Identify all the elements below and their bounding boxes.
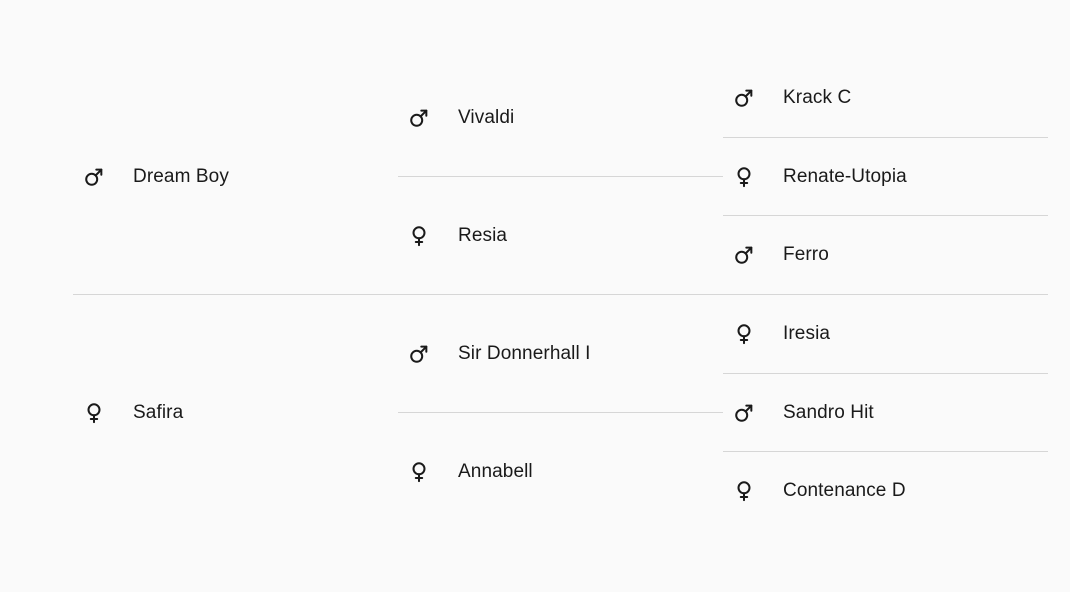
- horse-name: Iresia: [783, 322, 831, 344]
- pedigree-cell-sss[interactable]: Krack C: [723, 59, 1048, 137]
- generation-1-column: Dream Boy Safira: [73, 59, 398, 530]
- pedigree-cell-sds[interactable]: Ferro: [723, 215, 1048, 294]
- pedigree-cell-sire[interactable]: Dream Boy: [73, 59, 398, 294]
- pedigree-cell-dam-sire[interactable]: Sir Donnerhall I: [398, 294, 723, 412]
- generation-3-column: Krack C Renate-Utopia Ferro Iresia Sandr…: [723, 59, 1048, 530]
- male-icon: [733, 87, 755, 109]
- horse-name: Ferro: [783, 244, 829, 266]
- horse-name: Safira: [133, 401, 184, 423]
- male-icon: [408, 107, 430, 129]
- male-icon: [733, 402, 755, 424]
- pedigree-cell-sire-dam[interactable]: Resia: [398, 176, 723, 294]
- horse-name: Krack C: [783, 86, 852, 108]
- horse-name: Contenance D: [783, 480, 906, 502]
- pedigree-cell-dss[interactable]: Sandro Hit: [723, 372, 1048, 452]
- horse-name: Vivaldi: [458, 106, 515, 128]
- female-icon: [408, 225, 430, 247]
- male-icon: [408, 343, 430, 365]
- female-icon: [733, 323, 755, 345]
- pedigree-cell-dam-dam[interactable]: Annabell: [398, 412, 723, 530]
- pedigree-chart: Dream Boy Safira Vivaldi Resia Sir Donne…: [73, 59, 1048, 530]
- pedigree-cell-sdd[interactable]: Iresia: [723, 294, 1048, 373]
- horse-name: Renate-Utopia: [783, 165, 907, 187]
- female-icon: [408, 461, 430, 483]
- horse-name: Dream Boy: [133, 165, 229, 187]
- male-icon: [733, 244, 755, 266]
- pedigree-cell-sire-sire[interactable]: Vivaldi: [398, 59, 723, 176]
- female-icon: [83, 402, 105, 424]
- pedigree-cell-dam[interactable]: Safira: [73, 294, 398, 530]
- pedigree-cell-dsd[interactable]: Contenance D: [723, 451, 1048, 530]
- horse-name: Sir Donnerhall I: [458, 342, 591, 364]
- pedigree-cell-ssd[interactable]: Renate-Utopia: [723, 136, 1048, 216]
- horse-name: Sandro Hit: [783, 401, 874, 423]
- horse-name: Resia: [458, 224, 508, 246]
- male-icon: [83, 166, 105, 188]
- horse-name: Annabell: [458, 460, 533, 482]
- female-icon: [733, 166, 755, 188]
- generation-2-column: Vivaldi Resia Sir Donnerhall I Annabell: [398, 59, 723, 530]
- female-icon: [733, 480, 755, 502]
